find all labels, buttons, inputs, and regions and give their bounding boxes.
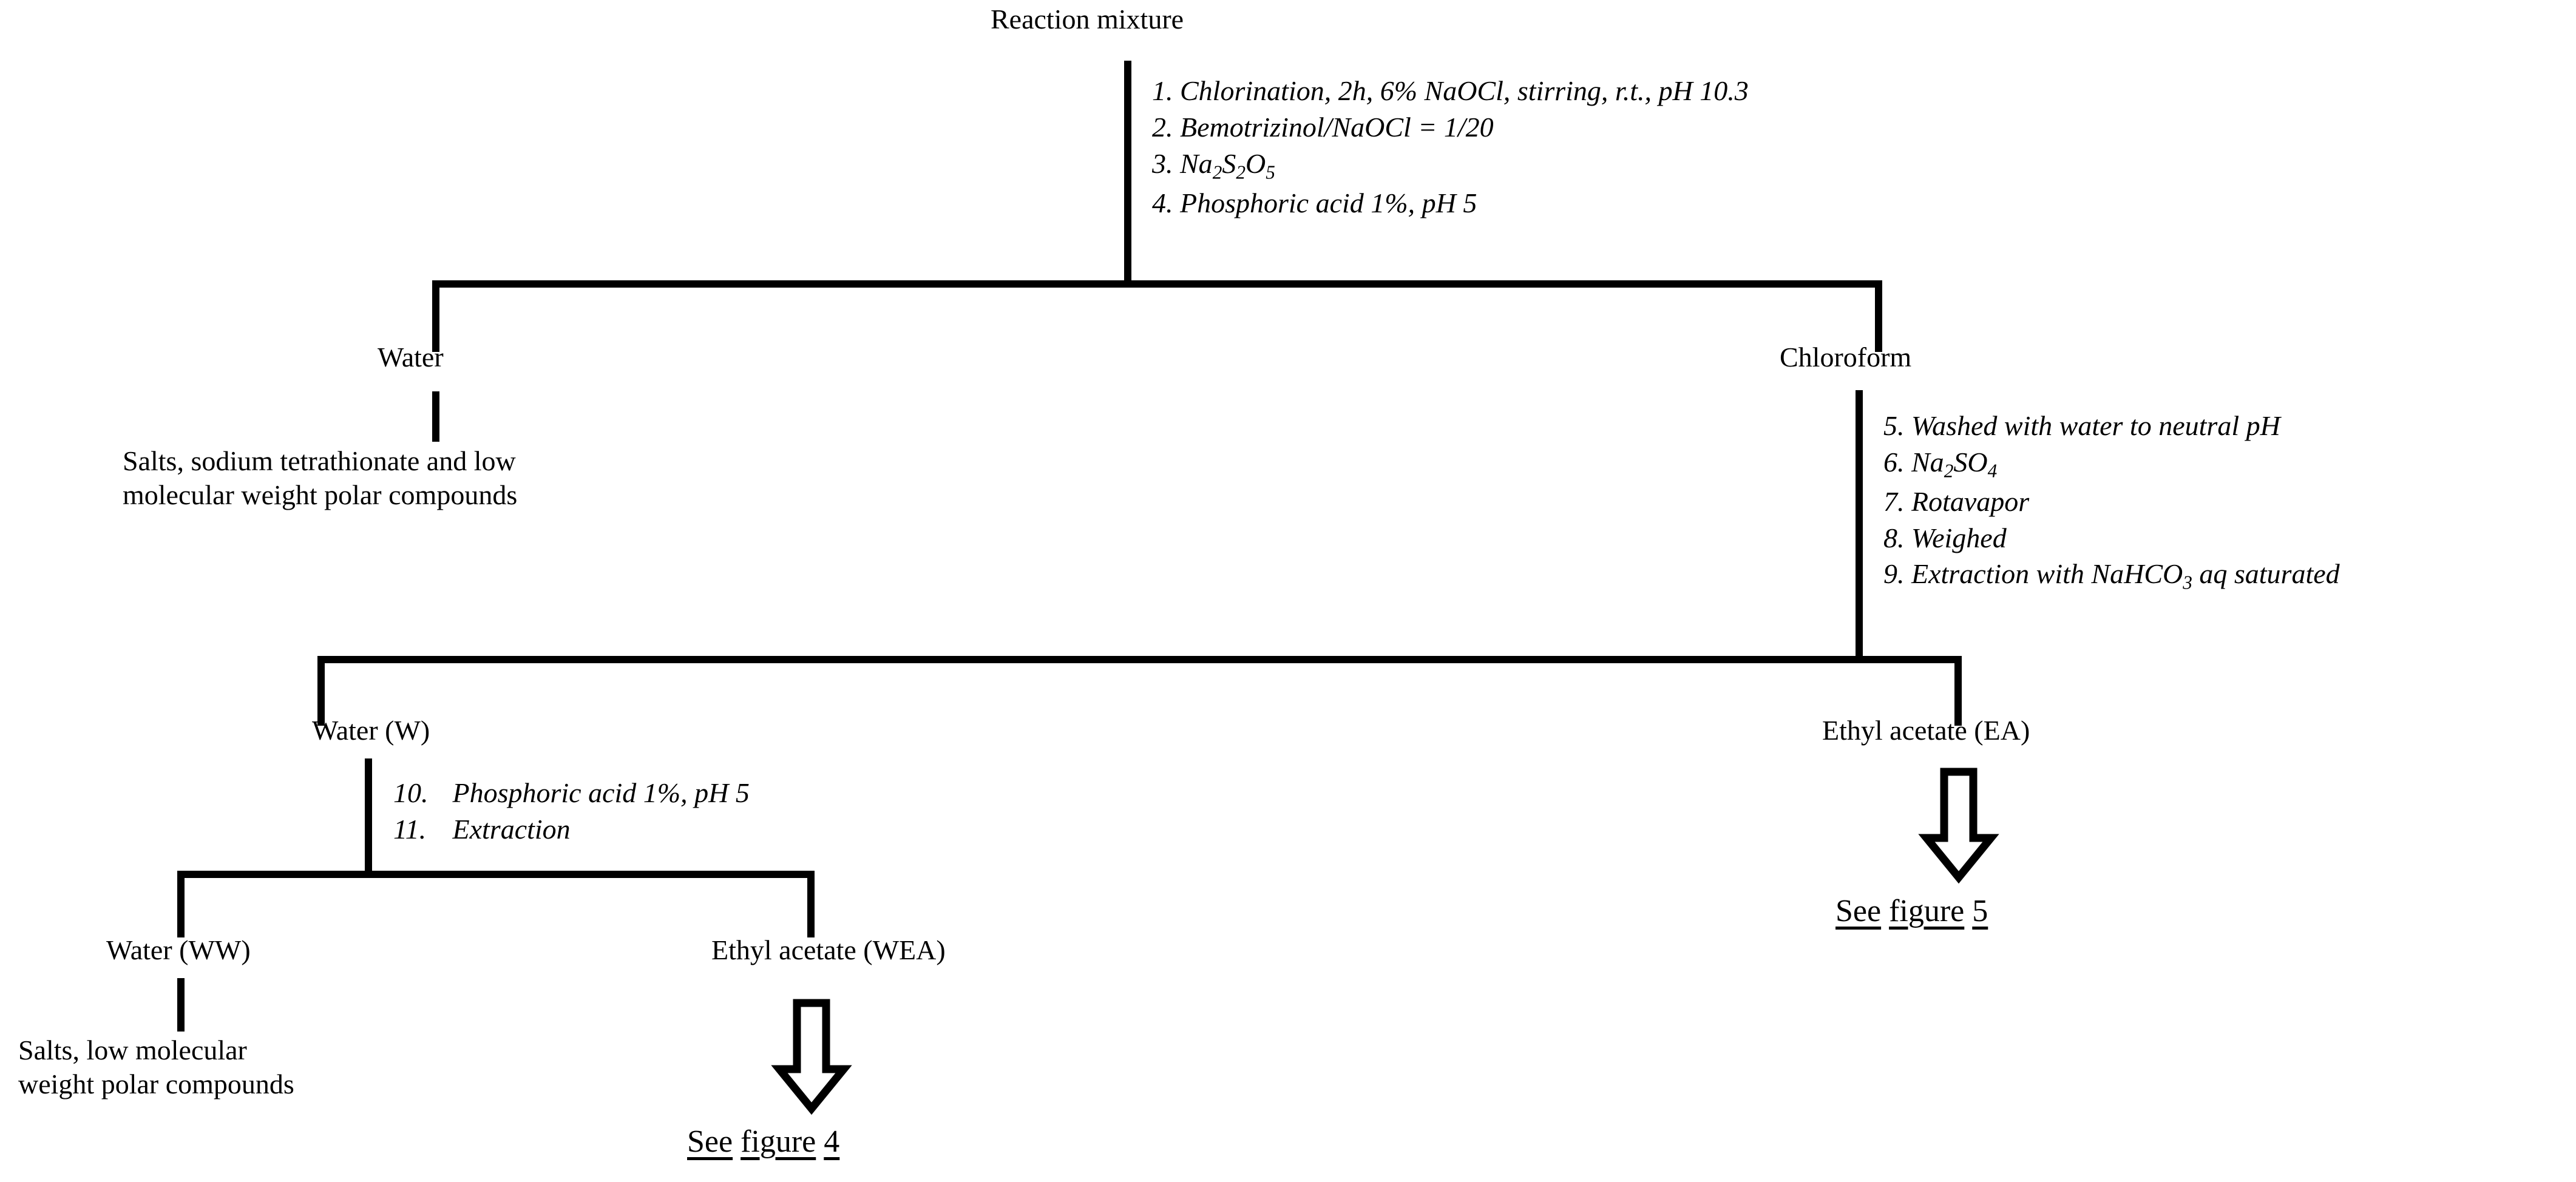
step-number: 8. — [1883, 522, 1905, 553]
steps-water-w: 10. Phosphoric acid 1%, pH 5 11. Extract… — [393, 775, 750, 848]
step-row-3: 3. Na2S2O5 — [1152, 146, 1749, 185]
note-line: weight polar compounds — [18, 1069, 294, 1100]
step-text: Bemotrizinol/NaOCl = 1/20 — [1180, 111, 1494, 143]
link-word: See — [1835, 894, 1882, 928]
step-number: 10. — [393, 777, 429, 808]
step-number: 2. — [1152, 111, 1173, 143]
step-text-formula: Na2SO4 — [1911, 446, 1998, 482]
step-number: 7. — [1883, 485, 1905, 517]
step-number: 3. — [1152, 147, 1173, 179]
step-row-9: 9. Extraction with NaHCO3 aq saturated — [1883, 556, 2340, 595]
step-row-6: 6. Na2SO4 — [1883, 444, 2340, 484]
step-text: Weighed — [1911, 522, 2007, 553]
node-reaction-mixture: Reaction mixture — [991, 4, 1184, 35]
block-arrow-wea — [771, 999, 852, 1115]
step-row-7: 7. Rotavapor — [1883, 484, 2340, 520]
link-see-figure-5[interactable]: See figure 5 — [1835, 893, 1988, 929]
step-number: 4. — [1152, 187, 1173, 218]
steps-root: 1. Chlorination, 2h, 6% NaOCl, stirring,… — [1152, 73, 1749, 221]
step-text: Extraction — [452, 813, 571, 845]
step-text: Phosphoric acid 1%, pH 5 — [452, 777, 750, 808]
link-word: figure — [741, 1124, 816, 1159]
note-line: Salts, low molecular — [18, 1035, 247, 1065]
step-number: 9. — [1883, 558, 1905, 590]
node-water: Water — [378, 342, 444, 373]
step-text-formula: Extraction with NaHCO3 aq saturated — [1911, 558, 2340, 593]
step-text: Washed with water to neutral pH — [1911, 410, 2280, 441]
link-word: 4 — [824, 1124, 840, 1159]
step-number: 11. — [393, 813, 427, 845]
step-number: 5. — [1883, 410, 1905, 441]
step-text-formula: Na2S2O5 — [1180, 147, 1275, 183]
step-row-1: 1. Chlorination, 2h, 6% NaOCl, stirring,… — [1152, 73, 1749, 109]
note-water-ww: Salts, low molecular weight polar compou… — [18, 1033, 294, 1101]
step-row-8: 8. Weighed — [1883, 520, 2340, 556]
note-line: molecular weight polar compounds — [123, 479, 518, 511]
node-chloroform: Chloroform — [1780, 342, 1912, 373]
step-row-5: 5. Washed with water to neutral pH — [1883, 408, 2340, 444]
node-water-w: Water (W) — [312, 715, 430, 746]
note-water: Salts, sodium tetrathionate and low mole… — [123, 444, 517, 512]
step-number: 6. — [1883, 446, 1905, 478]
node-water-ww: Water (WW) — [106, 934, 251, 965]
link-word: See — [687, 1124, 733, 1159]
step-row-4: 4. Phosphoric acid 1%, pH 5 — [1152, 185, 1749, 221]
step-number: 1. — [1152, 75, 1173, 106]
step-text: Phosphoric acid 1%, pH 5 — [1180, 187, 1477, 218]
block-arrow-ea — [1918, 768, 1999, 884]
note-line: Salts, sodium tetrathionate and low — [123, 445, 516, 476]
link-word: figure — [1889, 894, 1965, 928]
step-text: Chlorination, 2h, 6% NaOCl, stirring, r.… — [1180, 75, 1749, 106]
steps-chloroform: 5. Washed with water to neutral pH 6. Na… — [1883, 408, 2340, 595]
step-row-10: 10. Phosphoric acid 1%, pH 5 — [393, 775, 750, 811]
node-ethyl-acetate-wea: Ethyl acetate (WEA) — [711, 934, 946, 965]
step-text: Rotavapor — [1911, 485, 2030, 517]
node-ethyl-acetate-ea: Ethyl acetate (EA) — [1822, 715, 2030, 746]
step-row-2: 2. Bemotrizinol/NaOCl = 1/20 — [1152, 109, 1749, 146]
link-word: 5 — [1972, 894, 1988, 928]
step-row-11: 11. Extraction — [393, 811, 750, 848]
link-see-figure-4[interactable]: See figure 4 — [687, 1124, 839, 1160]
